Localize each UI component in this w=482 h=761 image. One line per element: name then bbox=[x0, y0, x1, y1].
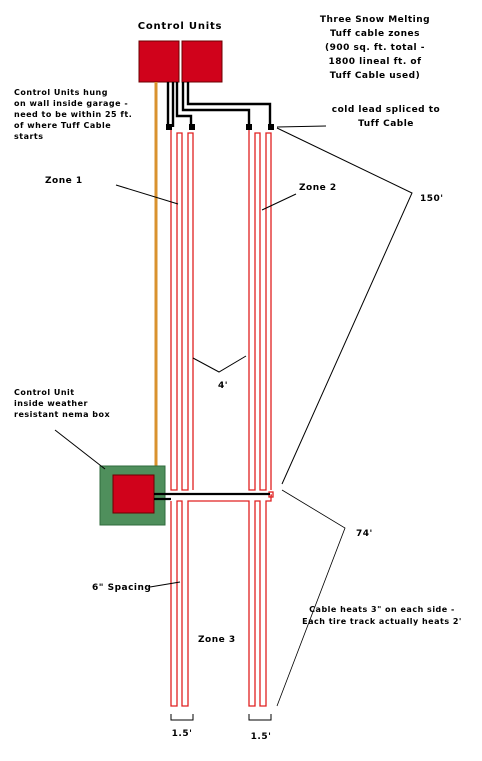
track-width-right-label: 1.5' bbox=[251, 732, 272, 742]
title-line-1: Three Snow Melting bbox=[320, 15, 430, 25]
splice-markers bbox=[166, 124, 274, 130]
zone-3-cable bbox=[170, 491, 274, 707]
garage-note-line-5: starts bbox=[14, 132, 44, 141]
garage-note-line-1: Control Units hung bbox=[14, 88, 108, 97]
cable-heats-line-1: Cable heats 3" on each side - bbox=[309, 605, 455, 614]
cable-heats-line-2: Each tire track actually heats 2' bbox=[302, 617, 462, 626]
spacing-label: 6" Spacing bbox=[92, 583, 151, 593]
cold-lead-pointer bbox=[276, 125, 327, 128]
nema-note-line-3: resistant nema box bbox=[14, 410, 111, 419]
nema-lead bbox=[154, 492, 270, 501]
nema-pointer bbox=[54, 429, 106, 470]
nema-note-line-2: inside weather bbox=[14, 399, 88, 408]
cable-heats-note: Cable heats 3" on each side - Each tire … bbox=[302, 605, 462, 626]
zone-1-label: Zone 1 bbox=[45, 176, 83, 186]
track-width-left-label: 1.5' bbox=[172, 729, 193, 739]
control-units-label: Control Units bbox=[138, 21, 223, 32]
title-line-4: 1800 lineal ft. of bbox=[328, 57, 421, 67]
garage-note: Control Units hung on wall inside garage… bbox=[14, 88, 132, 141]
title-block: Three Snow Melting Tuff cable zones (900… bbox=[320, 15, 430, 81]
garage-note-line-2: on wall inside garage - bbox=[14, 99, 128, 108]
cold-lead-note: cold lead spliced to Tuff Cable bbox=[332, 105, 441, 129]
spacing-pointer bbox=[149, 581, 181, 588]
length-lower-label: 74' bbox=[356, 529, 373, 539]
nema-note: Control Unit inside weather resistant ne… bbox=[14, 388, 111, 419]
track-width-left-mark bbox=[170, 714, 194, 721]
garage-note-line-4: of where Tuff Cable bbox=[14, 121, 111, 130]
control-unit-left bbox=[138, 40, 180, 83]
length-lower-bracket bbox=[276, 489, 346, 707]
zone-1-pointer bbox=[115, 184, 179, 205]
garage-note-line-3: need to be within 25 ft. bbox=[14, 110, 132, 119]
cold-lead-note-line-1: cold lead spliced to bbox=[332, 105, 441, 115]
control-unit-right bbox=[181, 40, 223, 83]
zone-1-cable bbox=[170, 130, 194, 491]
zone-2-pointer bbox=[261, 193, 297, 211]
control-unit-nema bbox=[112, 474, 155, 514]
cold-leads bbox=[166, 82, 272, 127]
length-upper-label: 150' bbox=[420, 194, 444, 204]
gap-label: 4' bbox=[218, 381, 228, 391]
nema-note-line-1: Control Unit bbox=[14, 388, 75, 397]
title-line-5: Tuff Cable used) bbox=[330, 71, 420, 81]
cold-lead-note-line-2: Tuff Cable bbox=[358, 119, 414, 129]
title-line-3: (900 sq. ft. total - bbox=[325, 43, 425, 53]
zone-2-cable bbox=[248, 130, 272, 491]
zone-3-label: Zone 3 bbox=[198, 635, 236, 645]
track-width-right-mark bbox=[248, 714, 272, 721]
length-upper-bracket bbox=[276, 127, 413, 485]
title-line-2: Tuff cable zones bbox=[330, 29, 420, 39]
gap-pointer bbox=[192, 355, 247, 373]
zone-2-label: Zone 2 bbox=[299, 183, 337, 193]
